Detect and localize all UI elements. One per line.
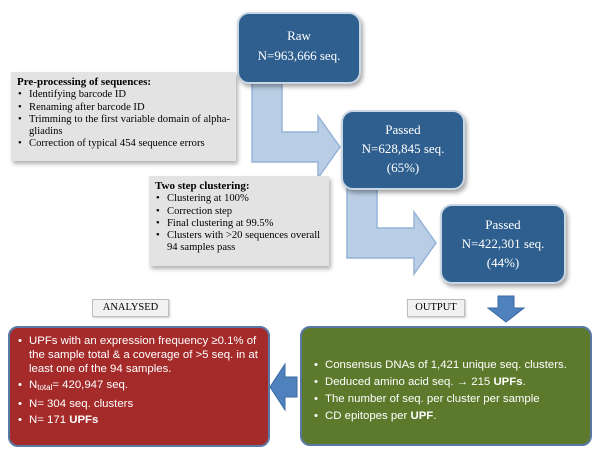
analysed-box: UPFs with an expression frequency ≥0.1% … — [8, 326, 270, 447]
clustering-item: Clusters with >20 sequences overall 94 s… — [155, 230, 323, 255]
preprocessing-item: Renaming after barcode ID — [17, 102, 230, 115]
output-box: Consensus DNAs of 1,421 unique seq. clus… — [300, 326, 592, 446]
analysed-item: Ntotal= 420,947 seq. — [16, 378, 260, 395]
preprocessing-item: Trimming to the first variable domain of… — [17, 114, 230, 139]
analysed-item: UPFs with an expression frequency ≥0.1% … — [16, 334, 260, 376]
analysed-label: ANALYSED — [92, 299, 169, 317]
passed-box-2-percent: (44%) — [486, 255, 520, 270]
clustering-list: Clustering at 100% Correction step Final… — [155, 193, 323, 254]
flow-arrow-raw-to-passed — [251, 75, 341, 181]
clustering-notes: Two step clustering: Clustering at 100% … — [149, 176, 329, 266]
left-arrow-shape — [269, 362, 298, 412]
analysed-item: N= 304 seq. clusters — [16, 397, 260, 411]
clustering-item: Final clustering at 99.5% — [155, 218, 323, 231]
clustering-title: Two step clustering: — [155, 180, 250, 192]
flow-arrow-passed-to-passed — [346, 177, 437, 277]
passed-box-1-count: N=628,845 seq. — [361, 141, 445, 156]
passed-box-2-count: N=422,301 seq. — [461, 236, 545, 251]
passed-box-1-percent: (65%) — [386, 160, 420, 175]
passed-box-1-title: Passed — [385, 122, 421, 137]
clustering-item: Correction step — [155, 206, 323, 219]
analysed-item: N= 171 UPFs — [16, 413, 260, 427]
down-arrow — [486, 295, 526, 323]
raw-box-count: N=963,666 seq. — [257, 48, 341, 63]
output-list: Consensus DNAs of 1,421 unique seq. clus… — [312, 358, 582, 424]
preprocessing-notes: Pre-processing of sequences: Identifying… — [11, 72, 236, 161]
passed-box-2: Passed N=422,301 seq. (44%) — [440, 204, 566, 284]
clustering-item: Clustering at 100% — [155, 193, 323, 206]
output-item: Deduced amino acid seq. → 215 UPFs. — [312, 375, 582, 390]
preprocessing-list: Identifying barcode ID Renaming after ba… — [17, 89, 230, 151]
raw-box: Raw N=963,666 seq. — [237, 12, 361, 84]
output-label: OUTPUT — [407, 299, 465, 317]
passed-box-1: Passed N=628,845 seq. (65%) — [341, 110, 465, 190]
output-item: CD epitopes per UPF. — [312, 409, 582, 424]
preprocessing-item: Identifying barcode ID — [17, 89, 230, 102]
passed-box-2-title: Passed — [485, 217, 521, 232]
output-item: Consensus DNAs of 1,421 unique seq. clus… — [312, 358, 582, 373]
analysed-list: UPFs with an expression frequency ≥0.1% … — [16, 334, 260, 427]
preprocessing-item: Correction of typical 454 sequence error… — [17, 138, 230, 151]
output-item: The number of seq. per cluster per sampl… — [312, 392, 582, 407]
raw-box-title: Raw — [287, 28, 311, 43]
preprocessing-title: Pre-processing of sequences: — [17, 76, 152, 88]
